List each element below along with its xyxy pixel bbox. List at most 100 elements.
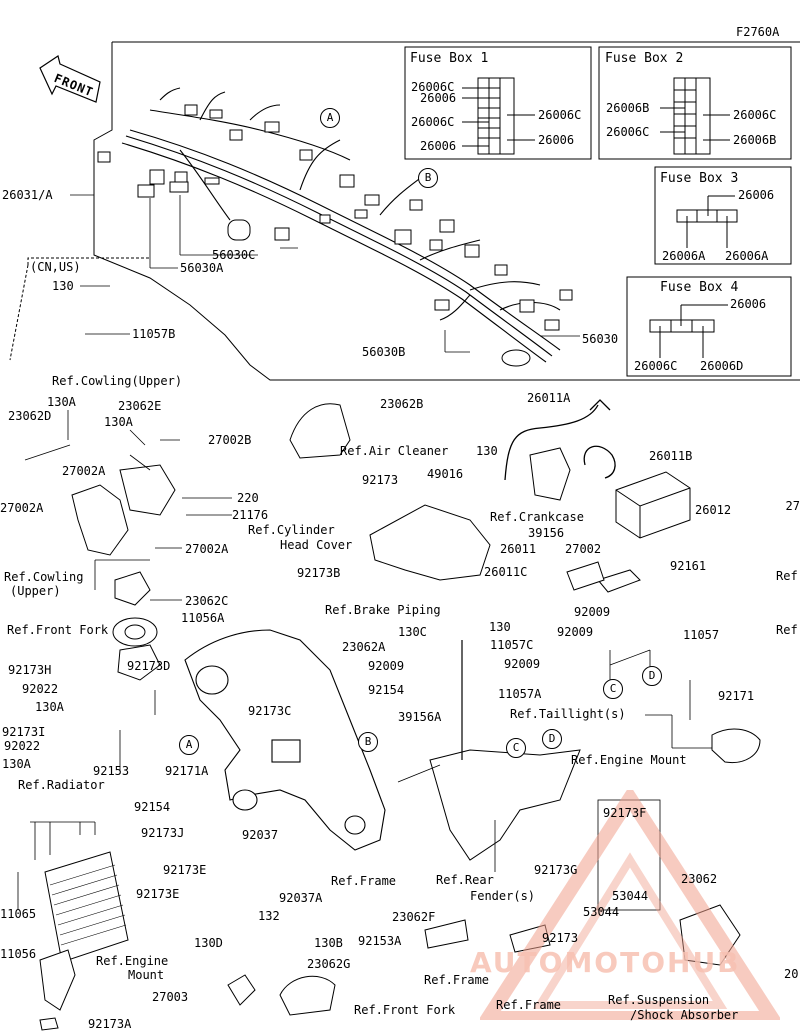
- fuse-box-4-title: Fuse Box 4: [660, 280, 739, 295]
- callout-b: B: [358, 732, 378, 752]
- part-label: Head Cover: [280, 538, 353, 552]
- part-label: 27002A: [0, 501, 44, 515]
- part-label: 92009: [368, 659, 405, 673]
- part-label: 27003: [152, 990, 189, 1004]
- part-label: 92171: [718, 689, 755, 703]
- part-label: 92173A: [88, 1017, 132, 1031]
- fuse-label: 26006C: [538, 108, 582, 122]
- fuse-box-3-frame: [654, 166, 792, 265]
- front-fork-assembly: [112, 617, 161, 681]
- front-label: FRONT: [52, 71, 96, 100]
- part-label: 130: [489, 620, 511, 634]
- fuse-label: 26006: [420, 139, 457, 153]
- part-label: 92154: [368, 683, 405, 697]
- part-label: 130A: [2, 757, 31, 771]
- part-label: 92154: [134, 800, 171, 814]
- part-label: 92173E: [136, 887, 180, 901]
- part-label: 23062F: [392, 910, 436, 924]
- part-label: 11057: [683, 628, 720, 642]
- part-label: Ref.Brake Piping: [325, 603, 441, 617]
- callout-c: C: [603, 679, 623, 699]
- part-label: 26012: [695, 503, 732, 517]
- part-label: 23062: [681, 872, 718, 886]
- watermark-text: AUTOMOTOHUB: [470, 946, 741, 979]
- part-label: Ref.Frame: [331, 874, 397, 888]
- part-label: 130D: [194, 936, 223, 950]
- part-label: (Upper): [10, 584, 61, 598]
- part-label: Ref.Cowling: [4, 570, 84, 584]
- fuse-label: 26006: [538, 133, 575, 147]
- part-label: Ref.Taillight(s): [510, 707, 626, 721]
- callout-a: A: [320, 108, 340, 128]
- main-harness-trunk: [121, 87, 561, 363]
- fuse-label: 26006: [420, 91, 457, 105]
- part-label: Mount: [128, 968, 165, 982]
- fuse-label: 26006A: [725, 249, 769, 263]
- part-label: 27002A: [185, 542, 229, 556]
- part-label: 26011: [500, 542, 537, 556]
- part-label: 23062B: [380, 397, 424, 411]
- part-label: 92173C: [248, 704, 292, 718]
- part-label: 92173B: [297, 566, 341, 580]
- part-label: 23062A: [342, 640, 386, 654]
- part-label: 27002A: [62, 464, 106, 478]
- part-label: 92009: [574, 605, 611, 619]
- part-label: Ref.Front Fork: [7, 623, 109, 637]
- part-label: 23062G: [307, 957, 351, 971]
- fuse-box-1-title: Fuse Box 1: [410, 51, 489, 66]
- callout-d: D: [542, 729, 562, 749]
- part-label: Ref: [776, 623, 798, 637]
- part-label: 130: [476, 444, 498, 458]
- part-label: 130: [52, 279, 74, 293]
- cowling-bracket: [71, 464, 176, 606]
- part-label: 130C: [398, 625, 427, 639]
- part-label: Ref.Frame: [496, 998, 562, 1012]
- fuse-label: 26006: [730, 297, 767, 311]
- fuse-label: 26006C: [411, 80, 455, 94]
- callout-c: C: [506, 738, 526, 758]
- part-label: 23062E: [118, 399, 162, 413]
- fuse-box-4-frame: [626, 276, 792, 377]
- battery: [615, 471, 691, 539]
- part-label: 92022: [4, 739, 41, 753]
- part-label: 130A: [47, 395, 76, 409]
- part-label: 92022: [22, 682, 59, 696]
- fuse-label: 26006C: [606, 125, 650, 139]
- fuse-label: 26006C: [733, 108, 777, 122]
- part-label: 53044: [612, 889, 649, 903]
- rear-fender: [429, 749, 581, 861]
- part-label: 92173J: [141, 826, 185, 840]
- part-label: 21176: [232, 508, 269, 522]
- air-cleaner-part: [289, 403, 351, 459]
- callout-d: D: [642, 666, 662, 686]
- part-label: 92009: [504, 657, 541, 671]
- part-label: Ref.Front Fork: [354, 1003, 456, 1017]
- part-label: 92173G: [534, 863, 578, 877]
- part-label: 92009: [557, 625, 594, 639]
- part-label: 130A: [104, 415, 133, 429]
- part-label: Ref: [776, 569, 798, 583]
- part-label: Fender(s): [470, 889, 536, 903]
- part-label: 56030C: [212, 248, 256, 262]
- part-label: 130A: [35, 700, 64, 714]
- part-label: 26011C: [484, 565, 528, 579]
- part-label: 11057C: [490, 638, 534, 652]
- sensor-part: [227, 974, 256, 1006]
- fuse-label: 26006: [738, 188, 775, 202]
- battery-tray: [369, 504, 491, 581]
- part-label: 11065: [0, 907, 37, 921]
- part-label: 26011B: [649, 449, 693, 463]
- part-label: 27002: [565, 542, 602, 556]
- region-note: (CN,US): [30, 260, 81, 274]
- part-label: 11057B: [132, 327, 176, 341]
- part-label: 23062D: [8, 409, 52, 423]
- watermark-logo-icon: [480, 790, 780, 1020]
- part-label: 92173H: [8, 663, 52, 677]
- part-label: Ref.Cylinder: [248, 523, 335, 537]
- part-label: 92171A: [165, 764, 209, 778]
- engine-mount-bracket: [39, 949, 76, 1011]
- part-label: 11057A: [498, 687, 542, 701]
- radiator: [44, 851, 129, 963]
